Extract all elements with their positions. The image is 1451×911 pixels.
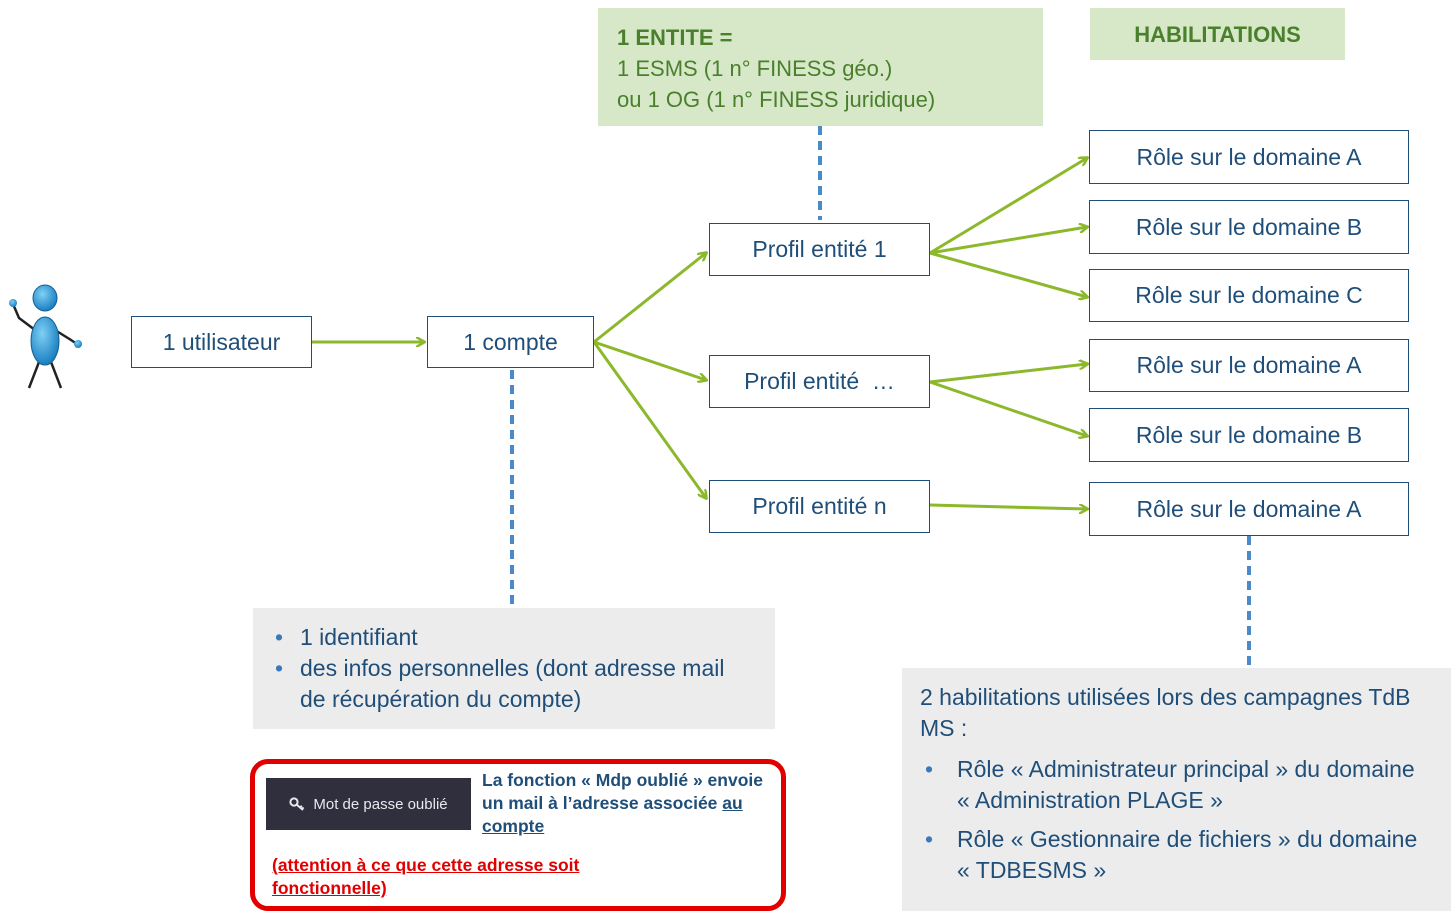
role-p1-a: Rôle sur le domaine A <box>1089 130 1409 184</box>
entity-line-esms: 1 ESMS (1 n° FINESS géo.) <box>617 56 893 81</box>
node-profile-dots: Profil entité … <box>709 355 930 408</box>
account-link-text: au compte <box>482 793 743 836</box>
account-info-item: •1 identifiant <box>275 624 418 650</box>
role-pdots-b: Rôle sur le domaine B <box>1089 408 1409 462</box>
arrow-p1-roleC <box>929 251 1087 297</box>
habilitation-item: •Rôle « Gestionnaire de fichiers » du do… <box>925 826 1418 883</box>
arrow-pn-roleA <box>929 503 1087 509</box>
arrow-account-profiledots <box>593 340 706 380</box>
role-p1-c: Rôle sur le domaine C <box>1089 269 1409 322</box>
node-account: 1 compte <box>427 316 594 368</box>
account-info-item: •des infos personnelles (dont adresse ma… <box>275 655 725 712</box>
arrow-p1-roleA <box>929 158 1087 255</box>
habilitations-intro: 2 habilitations utilisées lors des campa… <box>920 684 1411 741</box>
node-user: 1 utilisateur <box>131 316 312 368</box>
arrow-p1-roleB <box>929 227 1087 255</box>
habilitation-item: •Rôle « Administrateur principal » du do… <box>925 756 1415 813</box>
habilitations-panel: 2 habilitations utilisées lors des campa… <box>902 668 1451 911</box>
account-info-panel: •1 identifiant •des infos personnelles (… <box>253 608 775 729</box>
entity-line-og: ou 1 OG (1 n° FINESS juridique) <box>617 87 936 112</box>
arrow-pdots-roleA <box>929 364 1087 384</box>
forgot-password-button-label: Mot de passe oublié <box>313 795 448 813</box>
entity-definition-panel: 1 ENTITE = 1 ESMS (1 n° FINESS géo.) ou … <box>598 8 1043 126</box>
forgot-password-button[interactable]: Mot de passe oublié <box>266 778 471 830</box>
forgot-password-explanation: La fonction « Mdp oublié » envoie un mai… <box>482 770 763 836</box>
habilitations-label: HABILITATIONS <box>1090 8 1345 60</box>
forgot-password-warning: (attention à ce que cette adresse soit f… <box>272 855 580 898</box>
arrow-account-profilen <box>592 341 706 498</box>
arrow-pdots-roleB <box>929 380 1087 436</box>
arrow-account-profile1 <box>593 253 706 344</box>
key-icon <box>289 797 305 811</box>
role-pdots-a: Rôle sur le domaine A <box>1089 339 1409 392</box>
forgot-password-callout: Mot de passe oublié La fonction « Mdp ou… <box>250 759 786 911</box>
node-profile-n: Profil entité n <box>709 480 930 533</box>
user-figure-icon <box>9 284 82 389</box>
role-pn-a: Rôle sur le domaine A <box>1089 482 1409 536</box>
entity-title: 1 ENTITE = <box>617 25 733 50</box>
role-p1-b: Rôle sur le domaine B <box>1089 200 1409 254</box>
node-profile-1: Profil entité 1 <box>709 223 930 276</box>
